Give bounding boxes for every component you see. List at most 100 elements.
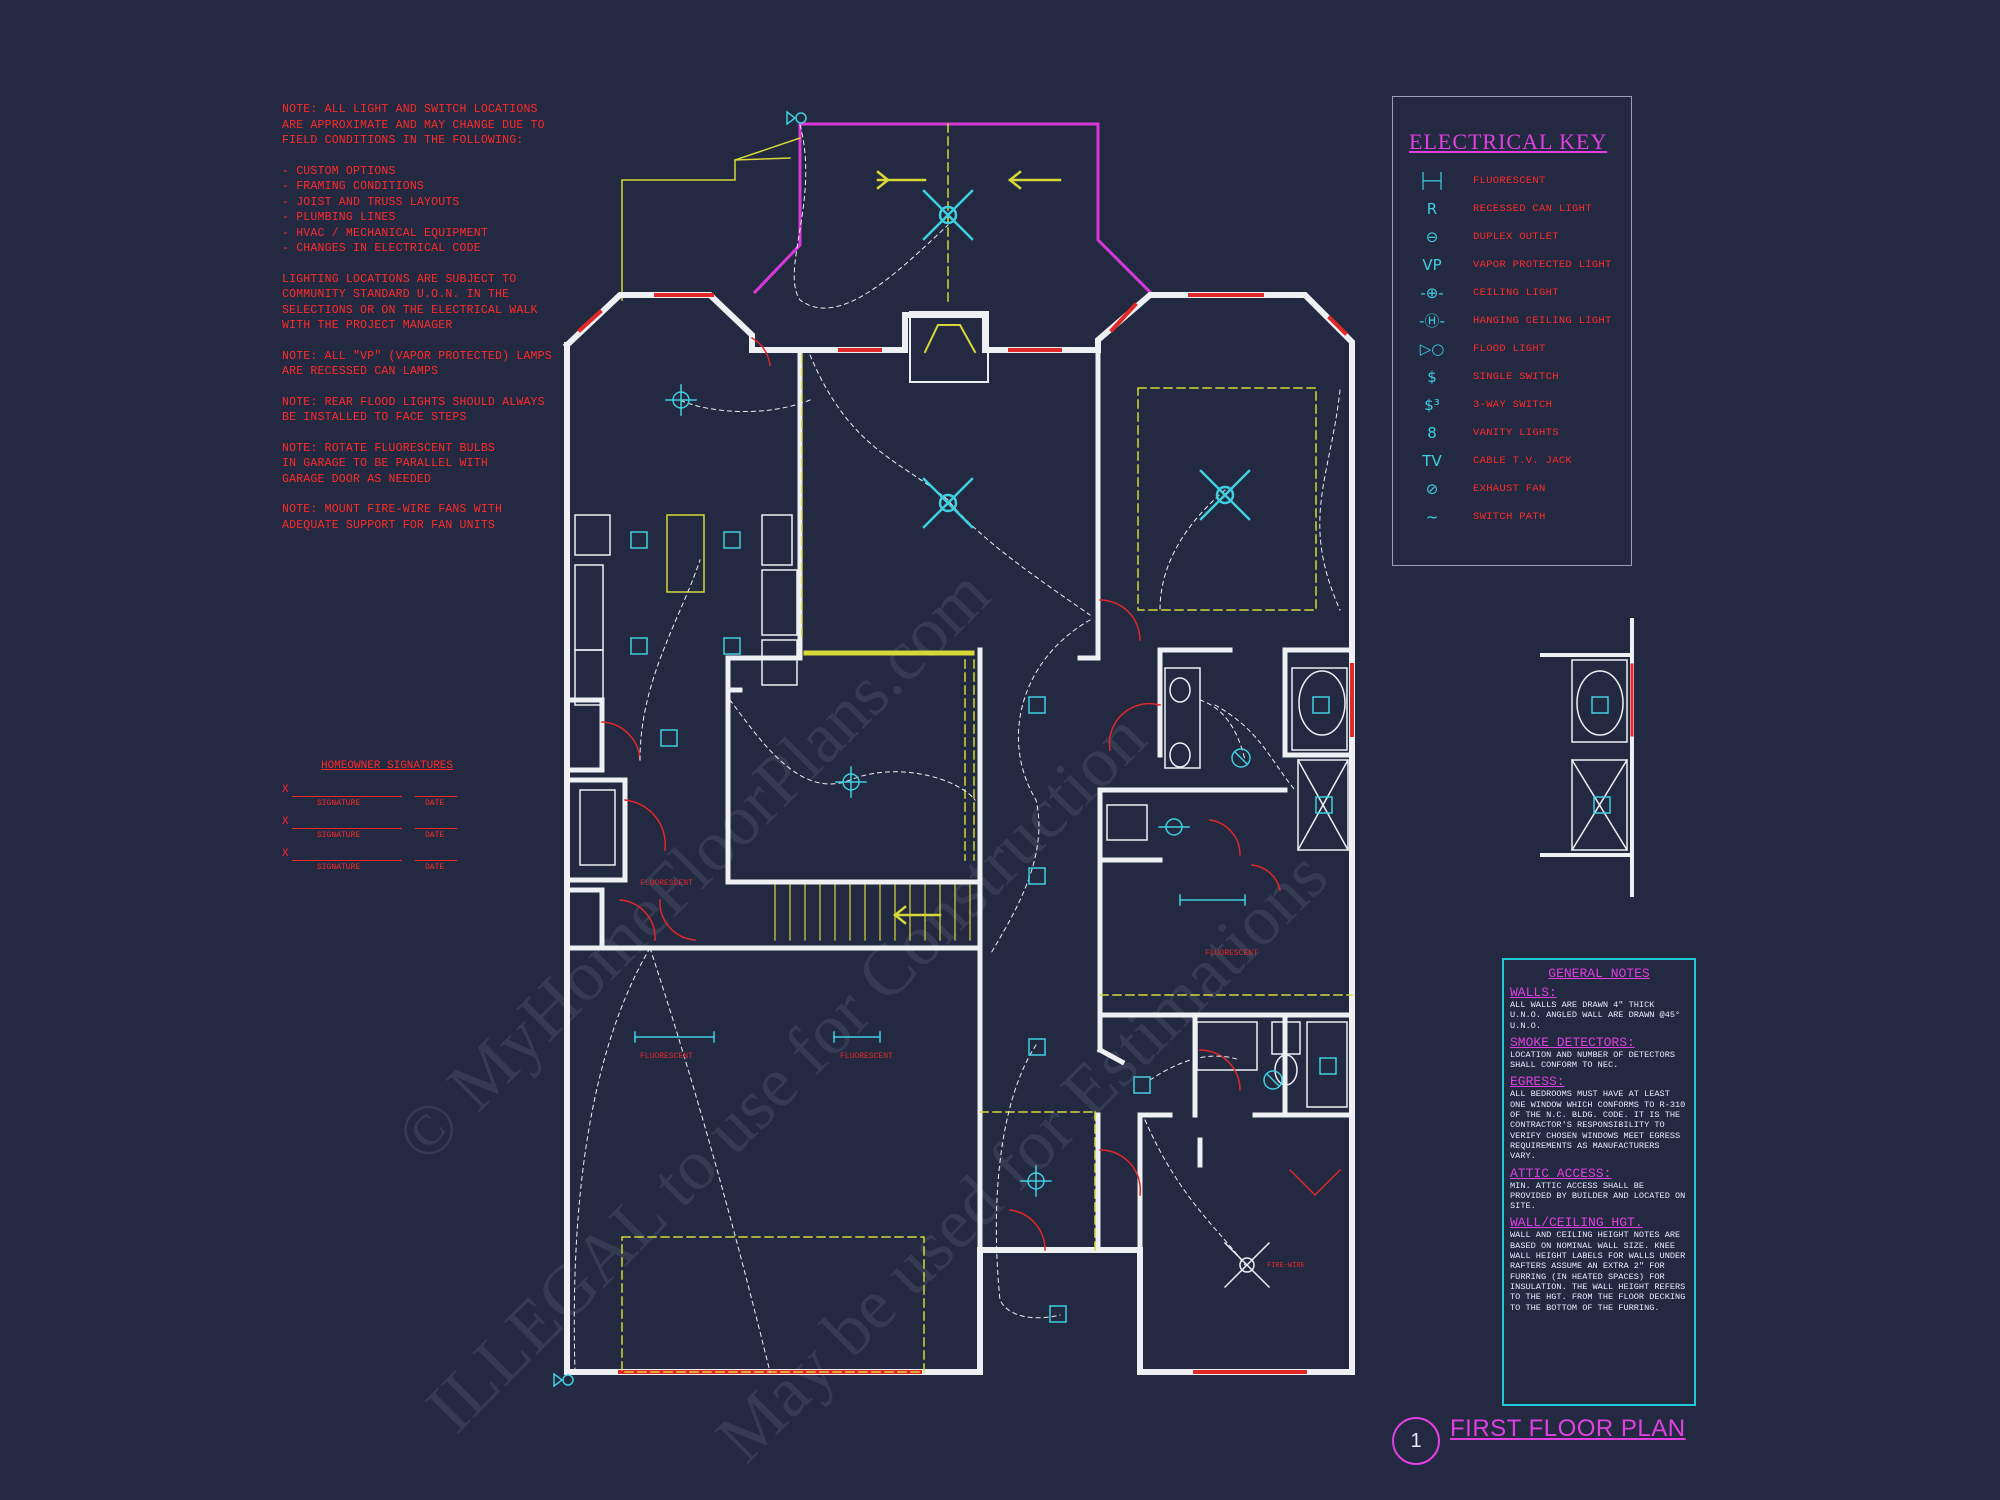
recessed-can-icon: R (1426, 200, 1438, 218)
signature-x: X (282, 816, 289, 828)
key-item: ~ SWITCH PATH (1393, 505, 1631, 529)
key-item-label: VANITY LIGHTS (1473, 427, 1559, 439)
fluorescent-label: FLUORESCENT (640, 1052, 693, 1061)
key-item-label: EXHAUST FAN (1473, 483, 1546, 495)
ceiling-lights (665, 384, 1190, 1197)
section-title: EGRESS: (1510, 1074, 1565, 1090)
key-item: -Ⓗ-HANGING CEILING LIGHT (1393, 309, 1631, 333)
vapor-light-icon: VP (1422, 256, 1442, 274)
kitchen-island (666, 514, 705, 593)
kitchen-cabinets (574, 514, 798, 866)
tv-jack-icon: TV (1422, 452, 1442, 470)
key-item-label: FLOOD LIGHT (1473, 343, 1546, 355)
key-item: ▷○ FLOOD LIGHT (1393, 337, 1631, 361)
date-line (415, 860, 457, 861)
general-notes-heading: GENERAL NOTES (1548, 966, 1650, 981)
signature-label: SIGNATURE (317, 831, 361, 840)
key-item-label: DUPLEX OUTLET (1473, 231, 1559, 243)
fluorescent-label: FLUORESCENT (640, 879, 693, 888)
section-body: ALL BEDROOMS MUST HAVE AT LEAST ONE WIND… (1510, 1089, 1686, 1162)
date-line (415, 828, 457, 829)
signature-row: X SIGNATURE DATE (282, 848, 462, 880)
key-item: R RECESSED CAN LIGHT (1393, 197, 1631, 221)
section-body: ALL WALLS ARE DRAWN 4" THICK U.N.O. ANGL… (1510, 1000, 1681, 1031)
ceiling-hidden-lines (621, 123, 1353, 1373)
note-approximate-locations: NOTE: ALL LIGHT AND SWITCH LOCATIONS ARE… (282, 103, 545, 147)
three-way-switch-icon: $³ (1424, 396, 1440, 414)
electrical-key-title: ELECTRICAL KEY (1409, 129, 1608, 154)
notes-section-smoke-detectors: SMOKE DETECTORS: LOCATION AND NUMBER OF … (1510, 1035, 1688, 1071)
flood-lights (553, 110, 807, 1388)
doors (601, 336, 1342, 1251)
signature-x: X (282, 784, 289, 796)
key-item-label: RECESSED CAN LIGHT (1473, 203, 1592, 215)
key-item-label: VAPOR PROTECTED LIGHT (1473, 259, 1612, 271)
section-title: SMOKE DETECTORS: (1510, 1034, 1635, 1050)
exhaust-fans (1231, 748, 1283, 1090)
signature-label: SIGNATURE (317, 863, 361, 872)
signature-row: X SIGNATURE DATE (282, 784, 462, 816)
notes-section-attic-access: ATTIC ACCESS: MIN. ATTIC ACCESS SHALL BE… (1510, 1166, 1688, 1212)
key-item-label: FLUORESCENT (1473, 175, 1546, 187)
bath-fixtures (1106, 667, 1350, 1108)
key-item-label: HANGING CEILING LIGHT (1473, 315, 1612, 327)
ceiling-fans (922, 189, 1251, 529)
key-item-label: SINGLE SWITCH (1473, 371, 1559, 383)
fluorescent-label: FLUORESCENT (1205, 949, 1258, 958)
stairs (774, 884, 971, 941)
plan-number-badge: 1 (1392, 1417, 1440, 1465)
key-item-label: SWITCH PATH (1473, 511, 1546, 523)
key-item: $SINGLE SWITCH (1393, 365, 1631, 389)
date-label: DATE (425, 831, 445, 840)
windows (577, 293, 1354, 1374)
fluorescent-label: FLUORESCENT (840, 1052, 893, 1061)
flood-light-icon: ▷○ (1419, 340, 1445, 358)
exterior-walls (562, 292, 1355, 1375)
rear-porch-outline (752, 123, 802, 295)
rear-porch-outline (798, 122, 1153, 295)
recessed-can-lights (630, 531, 1611, 1323)
key-item: ├─┤ FLUORESCENT (1393, 169, 1631, 193)
note-conditions-list: - CUSTOM OPTIONS - FRAMING CONDITIONS - … (282, 164, 488, 256)
plan-title: FIRST FLOOR PLAN (1450, 1415, 1686, 1442)
notes-section-egress: EGRESS: ALL BEDROOMS MUST HAVE AT LEAST … (1510, 1074, 1688, 1161)
key-item: 8 VANITY LIGHTS (1393, 421, 1631, 445)
switch-path-icon: ~ (1425, 508, 1439, 526)
note-fluorescent-bulbs: NOTE: ROTATE FLUORESCENT BULBS IN GARAGE… (282, 441, 496, 486)
key-item: ⊖DUPLEX OUTLET (1393, 225, 1631, 249)
electrical-key: ELECTRICAL KEY ├─┤ FLUORESCENT R RECESSED … (1392, 96, 1632, 566)
exhaust-fan-icon: ⊘ (1425, 480, 1439, 498)
section-title: WALL/CEILING HGT. (1510, 1215, 1643, 1231)
bath-detail (1540, 618, 1634, 897)
notes-section-wall-ceiling-height: WALL/CEILING HGT. WALL AND CEILING HEIGH… (1510, 1215, 1688, 1312)
note-rear-flood-lights: NOTE: REAR FLOOD LIGHTS SHOULD ALWAYS BE… (282, 395, 545, 425)
fireplace (909, 311, 989, 383)
date-label: DATE (425, 863, 445, 872)
vanity-lights-icon: 8 (1427, 424, 1437, 442)
fire-wire-label: FIRE-WIRE (1267, 1262, 1305, 1270)
signatures-heading: HOMEOWNER SIGNATURES (320, 760, 454, 772)
section-title: ATTIC ACCESS: (1510, 1165, 1612, 1181)
date-label: DATE (425, 799, 445, 808)
general-notes-box: GENERAL NOTES WALLS: ALL WALLS ARE DRAWN… (1502, 958, 1696, 1406)
fluorescent-icon: ├─┤ (1418, 172, 1446, 190)
fluorescent-fixtures (634, 894, 1246, 1043)
section-body: LOCATION AND NUMBER OF DETECTORS SHALL C… (1510, 1049, 1676, 1071)
key-item: ⊘ EXHAUST FAN (1393, 477, 1631, 501)
ceiling-light-icon: -⊕- (1420, 284, 1444, 302)
fire-wire-fan (1223, 1241, 1271, 1289)
note-vapor-protected: NOTE: ALL "VP" (VAPOR PROTECTED) LAMPS A… (282, 349, 552, 379)
signature-line (292, 796, 402, 797)
key-item: VP VAPOR PROTECTED LIGHT (1393, 253, 1631, 277)
note-lighting-locations: LIGHTING LOCATIONS ARE SUBJECT TO COMMUN… (282, 272, 538, 333)
bath-detail-fixtures (1570, 659, 1629, 852)
signature-row: X SIGNATURE DATE (282, 816, 462, 848)
interior-walls (564, 347, 1355, 1253)
signature-label: SIGNATURE (317, 799, 361, 808)
key-item: -⊕-CEILING LIGHT (1393, 281, 1631, 305)
direction-arrows (876, 170, 1062, 925)
signature-line (292, 828, 402, 829)
